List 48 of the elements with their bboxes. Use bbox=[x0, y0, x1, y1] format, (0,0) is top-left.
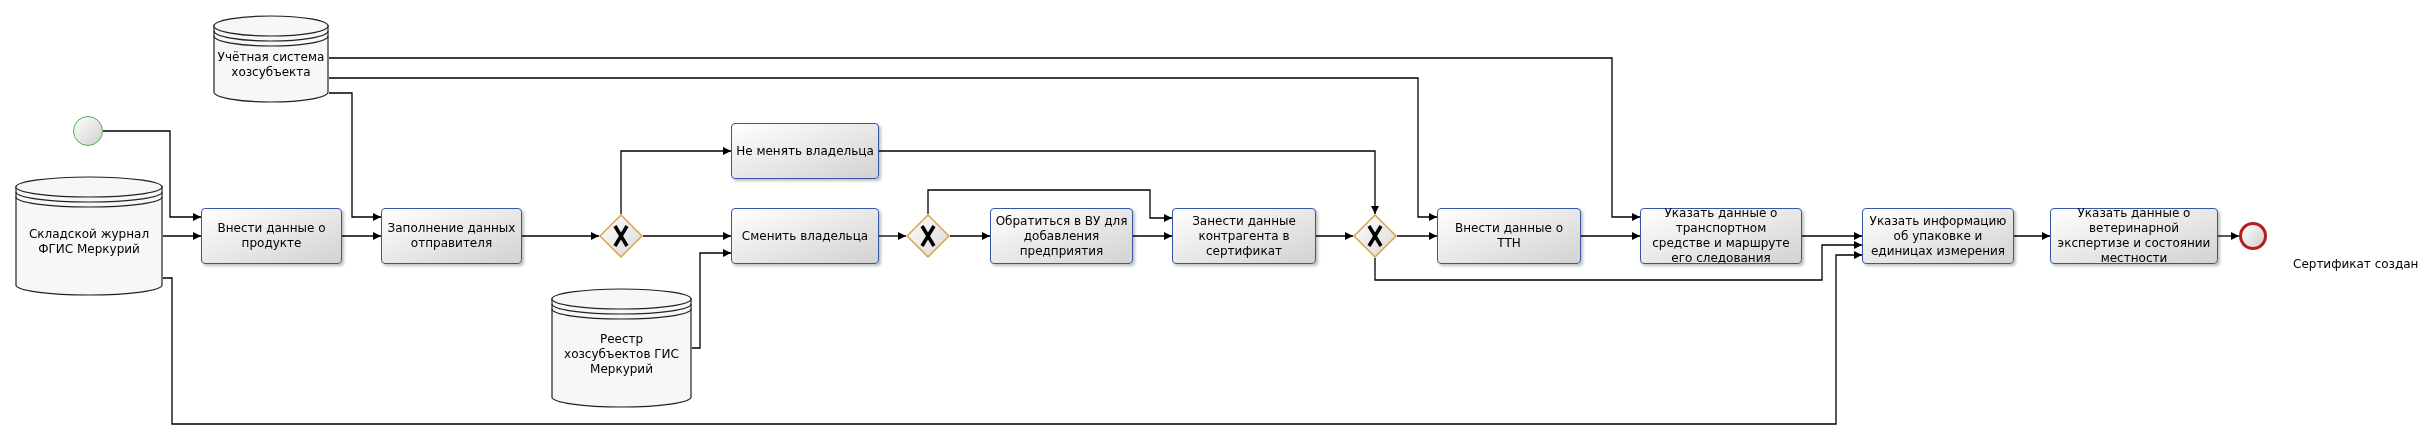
database-label: Реестр хозсубъектов ГИС Меркурий bbox=[563, 331, 680, 377]
arrow bbox=[162, 251, 1863, 425]
arrow bbox=[878, 232, 907, 240]
arrow bbox=[927, 189, 1173, 222]
arrow bbox=[1315, 232, 1354, 240]
arrow bbox=[949, 232, 991, 240]
task-box bbox=[731, 208, 879, 264]
arrow bbox=[1580, 232, 1641, 240]
exclusive-gateway bbox=[906, 214, 950, 258]
arrow bbox=[341, 232, 382, 240]
arrow bbox=[328, 57, 1641, 221]
arrow bbox=[691, 249, 732, 349]
arrow bbox=[2013, 232, 2051, 240]
exclusive-gateway bbox=[1353, 214, 1397, 258]
task-box bbox=[1437, 208, 1581, 264]
task-box bbox=[1640, 208, 1802, 264]
task-label: Занести данные контрагента в сертификат bbox=[1191, 213, 1297, 259]
arrow bbox=[102, 130, 202, 221]
task-label: Внести данные о ТТН bbox=[1454, 221, 1564, 251]
arrow bbox=[328, 77, 1438, 221]
task-label: Указать данные о транспортном средстве и маршруте его следования bbox=[1651, 206, 1791, 266]
task-box bbox=[731, 123, 879, 179]
arrow bbox=[1132, 232, 1173, 240]
event-label: Сертификат создан bbox=[2293, 256, 2419, 273]
task-box bbox=[381, 208, 522, 264]
arrow bbox=[620, 147, 732, 215]
task-label: Заполнение данных отправителя bbox=[386, 221, 517, 251]
database-label: Складской журнал ФГИС Меркурий bbox=[27, 227, 151, 257]
arrow bbox=[1801, 232, 1863, 240]
arrow bbox=[1374, 241, 1863, 281]
task-label: Указать данные о ветеринарной экспертизе и состоянии местности bbox=[2056, 206, 2212, 266]
task-label: Сменить владельца bbox=[741, 228, 869, 244]
arrow bbox=[878, 150, 1379, 215]
arrow bbox=[328, 92, 382, 221]
arrow bbox=[642, 232, 732, 240]
task-box bbox=[201, 208, 342, 264]
task-label: Указать информацию об упаковке и единицах измерения bbox=[1868, 213, 2008, 259]
database-label: Учётная система хозсубъекта bbox=[217, 50, 325, 80]
exclusive-gateway bbox=[599, 214, 643, 258]
task-label: Обратиться в ВУ для добавления предприятия bbox=[995, 213, 1128, 259]
arrow bbox=[521, 232, 600, 240]
task-box bbox=[1172, 208, 1316, 264]
arrow bbox=[162, 232, 202, 240]
task-label: Не менять владельца bbox=[736, 143, 874, 159]
task-box bbox=[1862, 208, 2014, 264]
task-label: Внести данные о продукте bbox=[216, 221, 327, 251]
arrow bbox=[2217, 232, 2240, 240]
arrow bbox=[1396, 232, 1438, 240]
